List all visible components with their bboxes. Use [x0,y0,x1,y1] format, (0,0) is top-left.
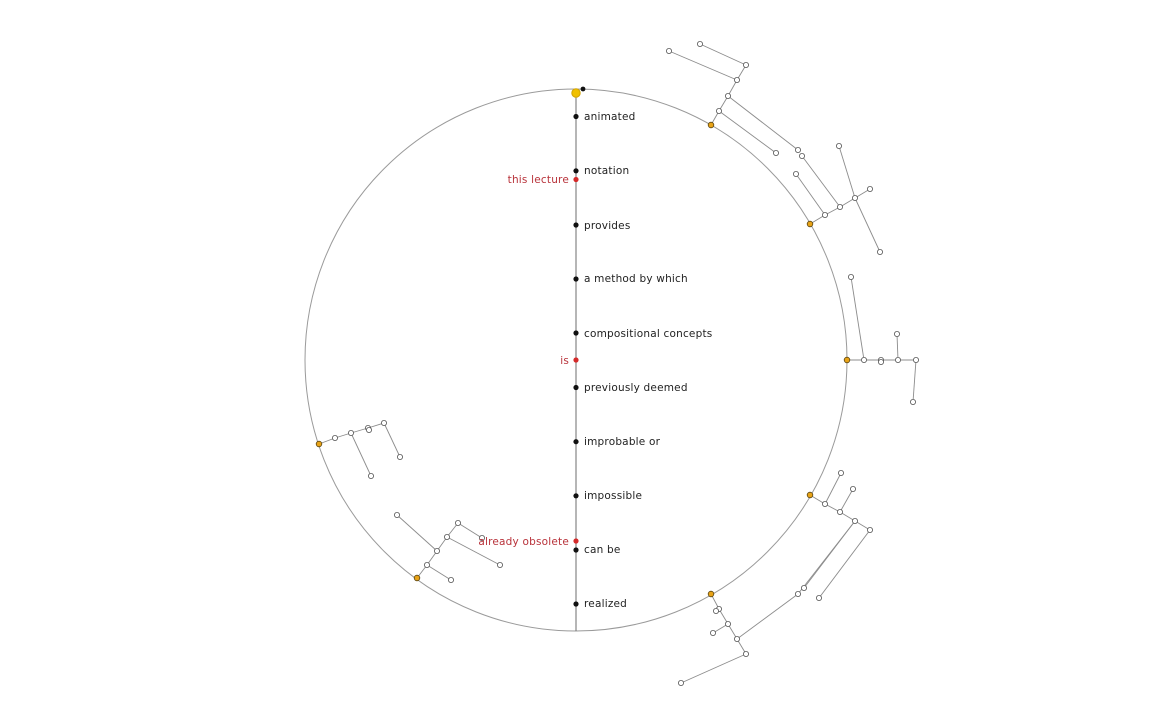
hub-node [707,590,715,598]
word-node [573,168,579,174]
word-label: animated [584,111,636,123]
alt-word-label: already obsolete [478,536,569,548]
word-label: impossible [584,490,642,502]
word-node [573,547,579,553]
cursor-dot [580,86,586,92]
alt-word-node [573,538,579,544]
alt-word-label: is [560,355,569,367]
word-label: provides [584,220,631,232]
hub-node [315,440,323,448]
branch-nodes [331,41,920,687]
word-node [573,601,579,607]
main-word-list: animated notation provides a method by w… [573,111,712,610]
word-node [573,493,579,499]
branch-left [318,422,401,477]
word-label: compositional concepts [584,328,712,340]
word-label: previously deemed [584,382,688,394]
word-label: notation [584,165,629,177]
branch-upper-right [795,145,881,253]
word-label: realized [584,598,627,610]
word-node [573,439,579,445]
branch-lower-right [797,472,871,599]
word-label: a method by which [584,273,688,285]
cursor-ring [571,88,581,98]
alt-word-node [573,176,579,183]
alt-word-node [573,357,579,363]
hub-node [707,121,715,129]
word-node [573,222,579,228]
alt-word-list: this lecture is already obsolete [478,174,579,548]
word-label: improbable or [584,436,661,448]
alt-word-label: this lecture [508,174,569,186]
word-label: can be [584,544,621,556]
hub-node [806,220,814,228]
branch-right [847,276,917,403]
word-node [573,384,579,391]
word-node [573,330,579,336]
hub-nodes [315,121,851,598]
word-node [573,113,579,120]
branch-top-right [668,43,799,154]
hub-node [843,356,851,364]
hub-node [806,491,814,499]
word-node [573,276,579,282]
hub-node [413,574,421,582]
